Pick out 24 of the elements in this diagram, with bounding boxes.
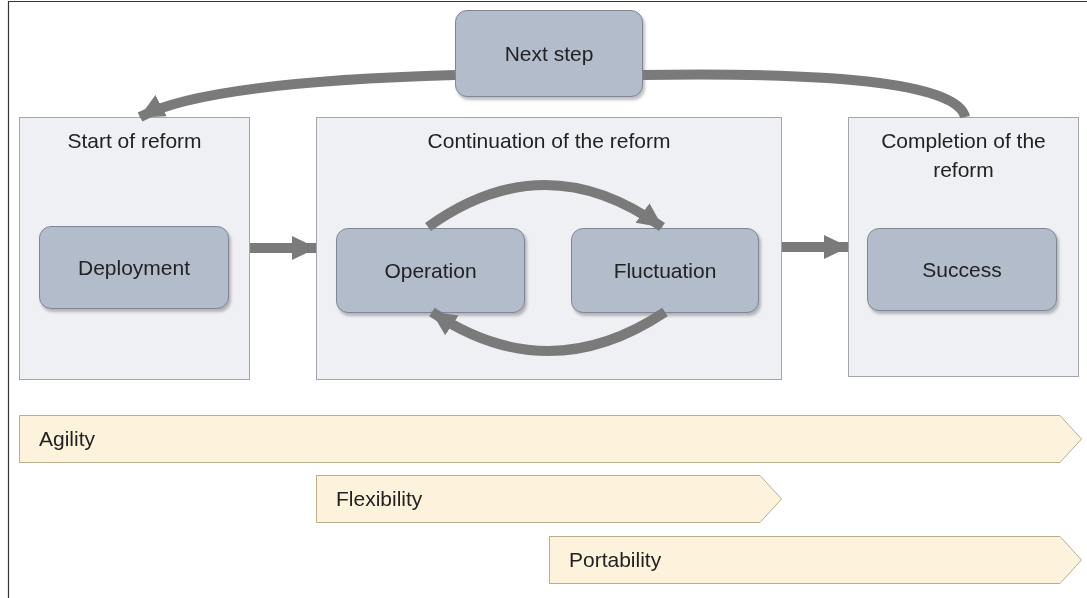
process-box <box>336 228 525 313</box>
arrow <box>782 235 849 259</box>
box-label: Success <box>922 257 1002 282</box>
stage-panel <box>316 117 782 380</box>
process-box <box>571 228 759 313</box>
stage-panel <box>19 117 250 380</box>
arrow <box>250 236 317 260</box>
panel-heading: Start of reform <box>66 128 203 154</box>
box-label: Next step <box>504 41 594 66</box>
process-box <box>39 226 229 309</box>
stage-panel <box>848 117 1079 377</box>
process-box <box>867 228 1057 311</box>
arrow <box>425 180 665 232</box>
box-label: Operation <box>384 258 477 283</box>
arrow <box>137 70 456 122</box>
panel-heading: Continuation of the reform <box>426 128 672 154</box>
band-label: Agility <box>39 426 96 452</box>
band-label: Flexibility <box>336 486 423 512</box>
band-label: Portability <box>569 547 662 573</box>
box-label: Deployment <box>77 255 191 280</box>
process-box <box>455 10 643 97</box>
box-label: Fluctuation <box>613 258 717 283</box>
arrow <box>429 307 668 356</box>
panel-heading: Completion of the reform <box>880 128 1047 183</box>
